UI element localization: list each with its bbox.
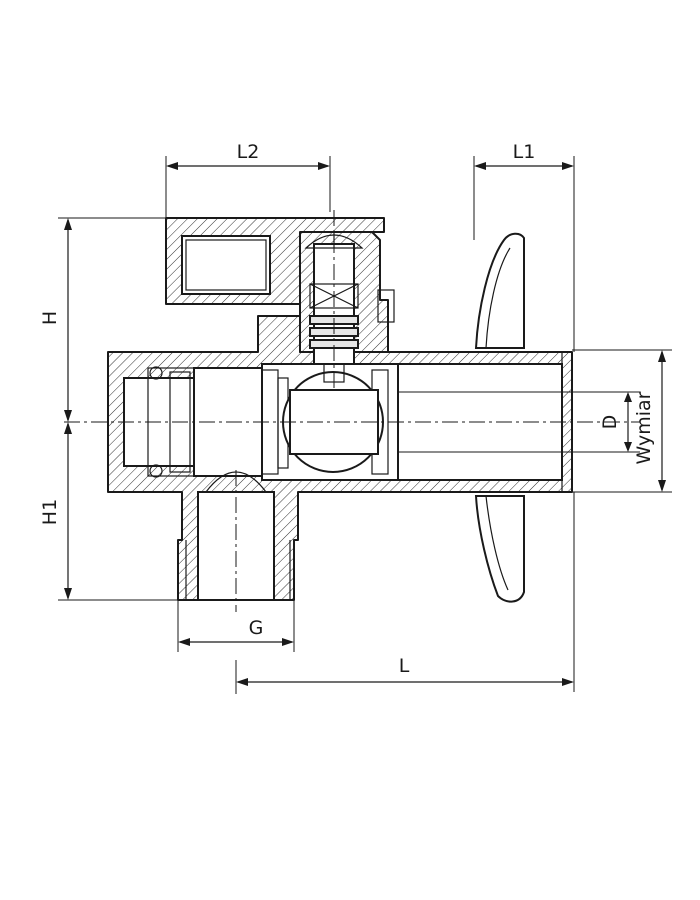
t-handle-lower-inner [485,495,509,591]
label-G: G [249,617,264,639]
handle-window [181,235,271,295]
t-handle-lower [474,495,525,603]
dimension-L1: L1 [473,141,575,352]
dimension-G: G [177,600,295,652]
label-Wymiar: Wymiar [633,391,655,464]
label-L1: L1 [513,141,536,163]
handle-window-inner [185,239,267,291]
oring-top [149,366,163,380]
t-handle-upper-inner [485,247,511,349]
t-handle [474,232,525,603]
label-D: D [599,415,621,430]
dimension-H: H [39,217,166,422]
dimension-Wymiar: Wymiar [572,349,672,493]
dimension-L: L [235,492,575,694]
label-H: H [39,311,61,325]
label-H1: H1 [39,499,61,525]
dimension-H1: H1 [39,422,178,601]
handle-clip [377,289,395,323]
dimension-L2: L2 [165,141,331,218]
label-L: L [399,655,410,677]
top-handle [165,217,395,323]
oring-bottom [149,464,163,478]
stem-screw-head [304,234,364,249]
t-handle-upper [474,232,525,349]
dimension-D: D [398,391,640,453]
left-insert-inner [169,371,191,473]
label-L2: L2 [237,141,260,163]
